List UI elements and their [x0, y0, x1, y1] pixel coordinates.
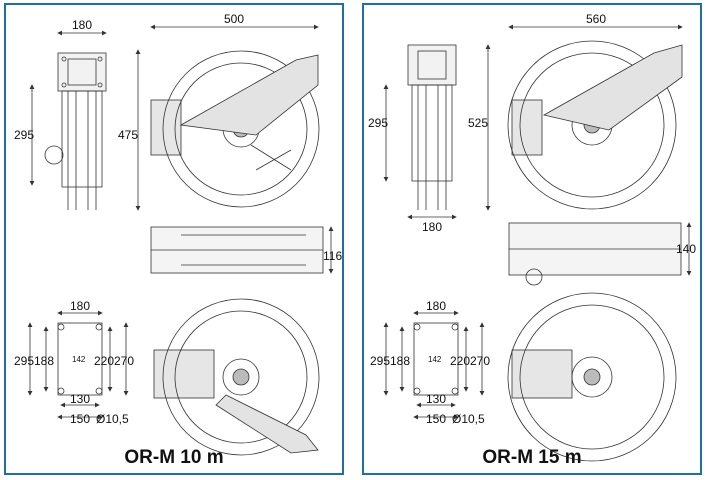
front-view [507, 40, 683, 210]
dim-base-h2: 220 [94, 354, 114, 368]
dim-base-w1: 130 [426, 392, 446, 406]
drawing-or-m-15: 560 295 525 180 140 180 295 188 220 270 … [368, 12, 696, 462]
base-view [57, 322, 103, 396]
dim-base-h1: 188 [34, 354, 54, 368]
drawing-or-m-10: 180 500 295 475 116 180 295 188 220 270 … [14, 12, 342, 456]
dim-base-h2: 220 [450, 354, 470, 368]
dim-base-h3: 270 [114, 354, 134, 368]
rear-view [507, 292, 677, 462]
dim-hole: Ø10,5 [452, 412, 485, 426]
dim-plan-depth: 116 [323, 249, 342, 263]
plan-view [508, 222, 682, 286]
dim-base-w1: 130 [70, 392, 90, 406]
model-caption: OR-M 10 m [124, 447, 224, 468]
dim-base-h-outer: 295 [370, 354, 390, 368]
dim-reel-width: 500 [224, 12, 244, 26]
dim-reel-height: 475 [118, 128, 138, 142]
dim-bracket-height: 295 [14, 128, 34, 142]
dim-reel-height: 525 [468, 116, 488, 130]
dim-plan-depth: 140 [676, 242, 696, 256]
rear-view [153, 298, 320, 456]
model-caption: OR-M 15 m [482, 447, 582, 468]
dim-base-width: 180 [70, 299, 90, 313]
dim-base-h-outer: 295 [14, 354, 34, 368]
side-view [407, 44, 457, 210]
dim-bracket-height: 295 [368, 116, 388, 130]
dim-base-w2: 150 [426, 412, 446, 426]
base-view [413, 322, 459, 396]
dim-bottom-width: 180 [422, 220, 442, 234]
front-view [150, 50, 320, 208]
dim-base-center: 142 [72, 355, 86, 364]
dim-top-width: 180 [72, 18, 92, 32]
plan-view [150, 226, 324, 274]
dim-reel-width: 560 [586, 12, 606, 26]
dim-base-w2: 150 [70, 412, 90, 426]
panel-or-m-15: 560 295 525 180 140 180 295 188 220 270 … [362, 3, 702, 475]
dim-hole: Ø10,5 [96, 412, 129, 426]
dim-base-center: 142 [428, 355, 442, 364]
dim-base-width: 180 [426, 299, 446, 313]
dim-base-h3: 270 [470, 354, 490, 368]
dim-base-h1: 188 [390, 354, 410, 368]
side-view [44, 52, 107, 210]
panel-or-m-10: 180 500 295 475 116 180 295 188 220 270 … [4, 3, 344, 475]
